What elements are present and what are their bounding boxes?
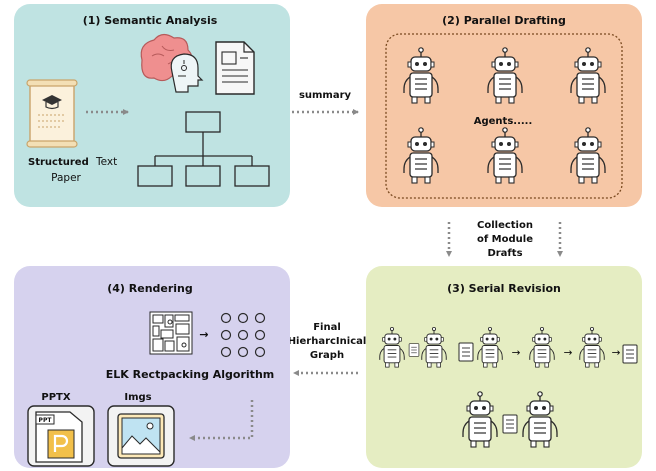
final-graph-line1: Final (313, 322, 341, 333)
brain-icon (140, 33, 204, 93)
panel-serial-revision: (3) Serial Revision → → → (366, 266, 642, 468)
paper-icon (502, 414, 518, 434)
panel-semantic-analysis: (1) Semantic Analysis Structured Text Pa… (14, 4, 290, 207)
panel-revision-bg (366, 266, 642, 468)
imgs-label: Imgs (124, 392, 151, 403)
collection-label-line1: Collection (477, 220, 533, 231)
final-graph-line3: Graph (310, 350, 344, 361)
panel-drafting-title: (2) Parallel Drafting (442, 14, 566, 27)
paper-label-text: Text (95, 156, 117, 168)
panel-semantic-title: (1) Semantic Analysis (83, 14, 218, 27)
agents-group-frame (385, 33, 623, 199)
grid-icon (149, 311, 193, 355)
agents-label: Agents..... (474, 116, 533, 127)
panel-drafting-bg (366, 4, 642, 207)
summary-label: summary (299, 90, 352, 101)
paper-icon (458, 342, 474, 362)
collection-label-line3: Drafts (487, 248, 522, 259)
final-graph-line2: HierharcInical (288, 336, 367, 347)
revision-arrow-2: → (564, 347, 573, 359)
document-icon (215, 41, 255, 95)
paper-label-line2: Paper (51, 172, 81, 184)
algorithm-label: ELK Rectpacking Algorithm (106, 368, 275, 381)
image-file-icon (107, 405, 175, 467)
ppt-badge: PPT (39, 417, 53, 424)
collection-label-line2: of Module (477, 234, 533, 245)
paper-icon (622, 344, 638, 364)
pptx-label: PPTX (41, 392, 70, 403)
pptx-file-icon: PPT (27, 405, 95, 467)
hierarchy-tree-icon (137, 111, 270, 187)
revision-arrow-3: → (612, 347, 621, 359)
revision-arrow-1: → (512, 347, 521, 359)
paper-icon (408, 343, 420, 357)
paper-label-bold: Structured (28, 157, 89, 168)
panel-rendering: (4) Rendering → ELK Rectpacking Algorith… (14, 266, 290, 468)
panel-revision-title: (3) Serial Revision (447, 282, 561, 295)
diploma-icon (26, 79, 78, 148)
packing-arrow: → (199, 328, 208, 341)
panel-rendering-title: (4) Rendering (107, 282, 193, 295)
packed-circles (220, 312, 266, 358)
panel-parallel-drafting: (2) Parallel Drafting Agents..... (366, 4, 642, 207)
